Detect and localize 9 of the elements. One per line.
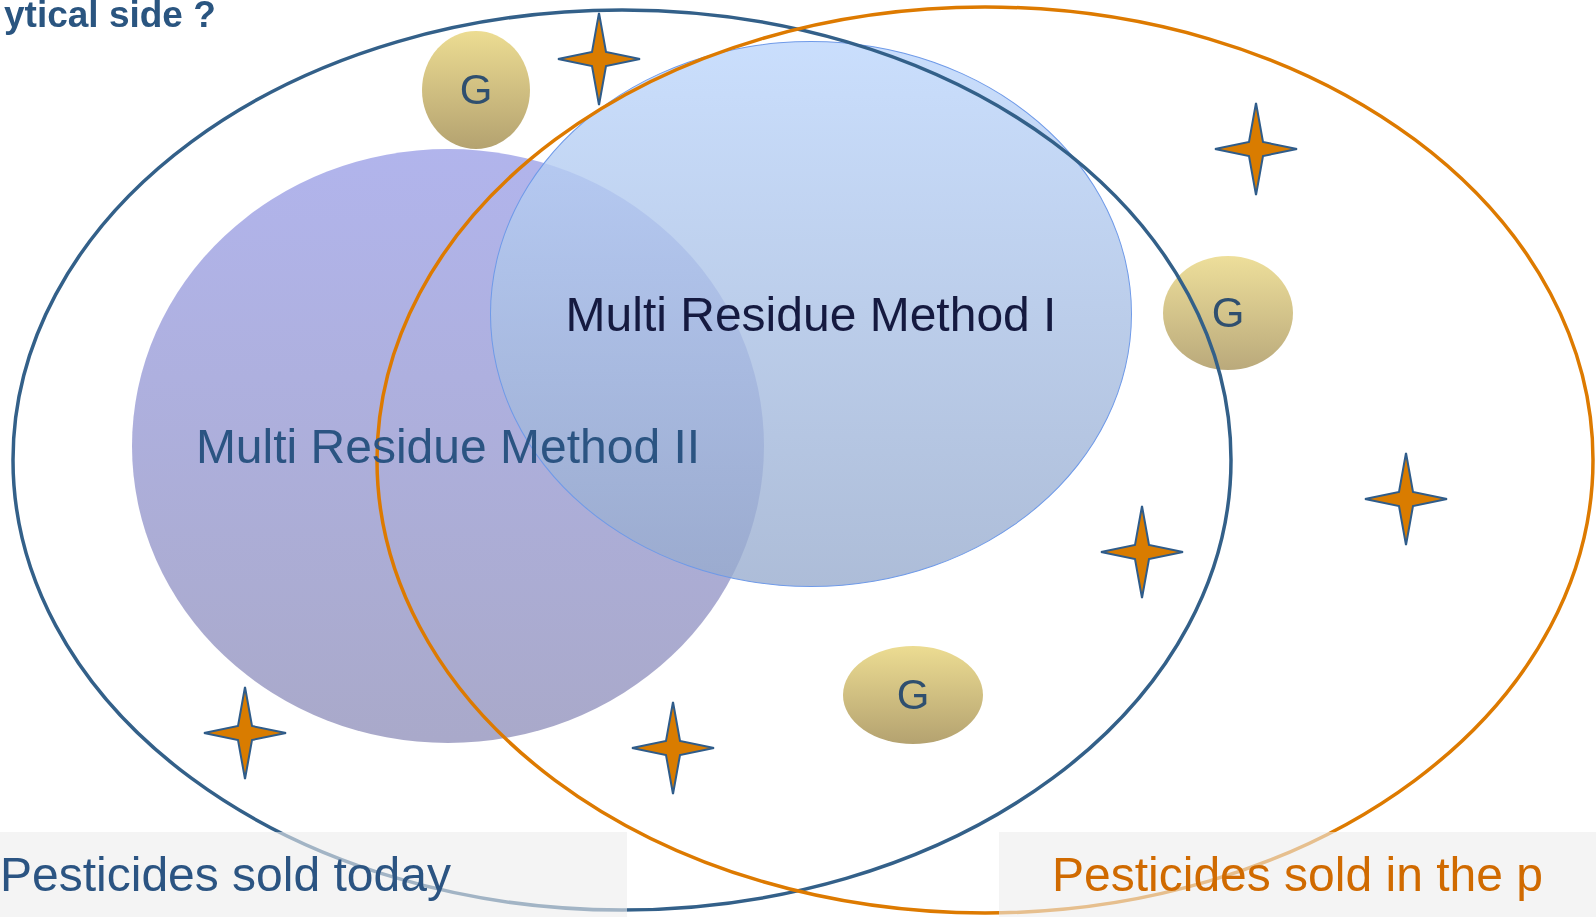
node-label: G (459, 66, 493, 114)
node-label: G (1211, 289, 1245, 337)
title: ytical side ? (4, 0, 216, 36)
node-label: Pesticides sold today (0, 847, 451, 902)
set-label-band (999, 832, 1596, 917)
node-label: Multi Residue Method I (565, 286, 1057, 342)
set-label-band (0, 832, 627, 917)
node-label: G (896, 671, 930, 719)
node-label: Pesticides sold in the p (1052, 847, 1543, 902)
